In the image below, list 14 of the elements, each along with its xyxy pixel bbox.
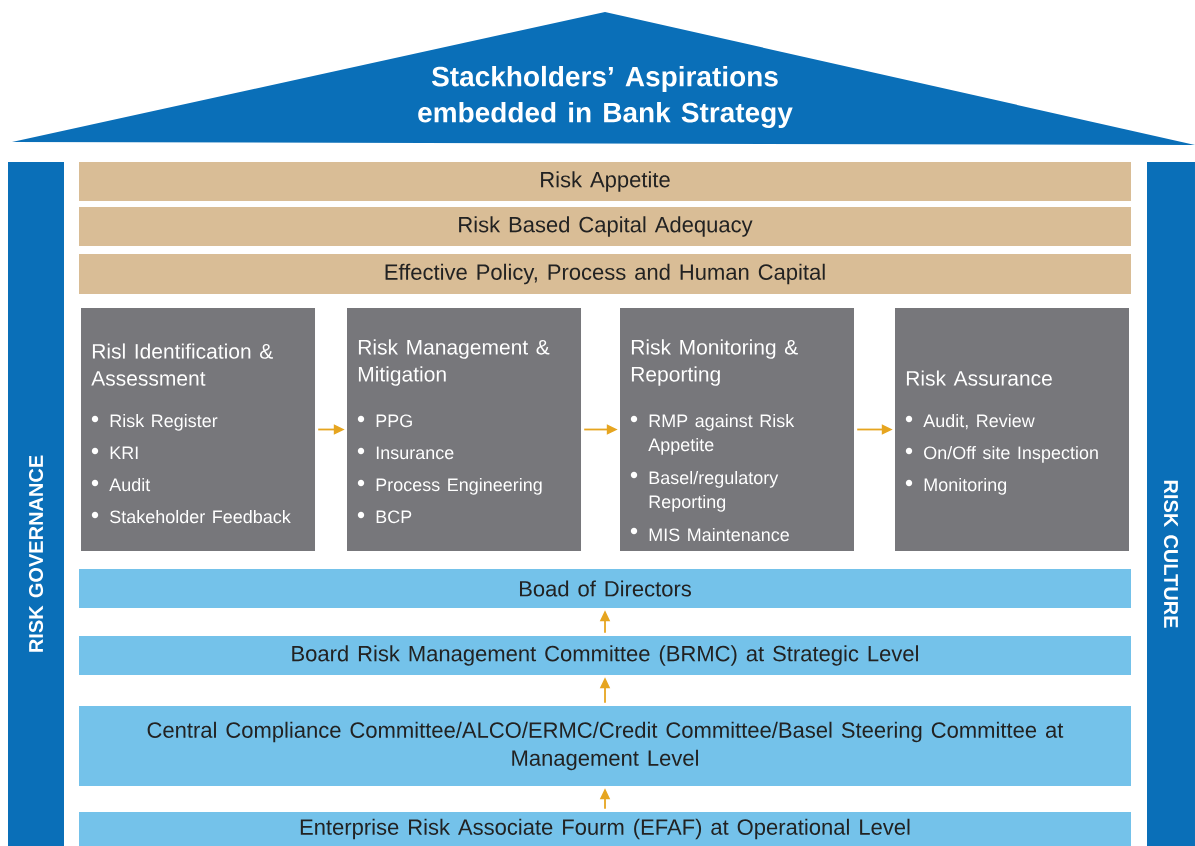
process-box: Risl Identification & Assessment Risk Register KRI Audit Stakeholder Feedback <box>81 308 315 551</box>
band-bar: Effective Policy, Process and Human Capital <box>79 254 1131 294</box>
roof-triangle: Stackholders’ Aspirations embedded in Bank Strategy <box>12 12 1195 145</box>
level-bar: Enterprise Risk Associate Fourm (EFAF) at Operational Level <box>79 812 1131 846</box>
level-bar: Central Compliance Committee/ALCO/ERMC/Credit Committee/Basel Steering Committee at Management Level <box>79 706 1131 786</box>
band-bar: Risk Appetite <box>79 162 1131 201</box>
pillar: RISK CULTURE <box>1147 162 1195 846</box>
band-bar: Risk Based Capital Adequacy <box>79 207 1131 246</box>
process-box: Risk Monitoring & Reporting RMP against Risk Appetite Basel/regulatory Reporting MIS Maintenance <box>620 308 854 551</box>
process-box: Risk Assurance Audit, Review On/Off site Inspection Monitoring <box>895 308 1129 551</box>
level-bar: Board Risk Management Committee (BRMC) at Strategic Level <box>79 636 1131 675</box>
level-bar: Boad of Directors <box>79 569 1131 608</box>
process-box: Risk Management & Mitigation PPG Insurance Process Engineering BCP <box>347 308 581 551</box>
pillar: RISK GOVERNANCE <box>8 162 64 846</box>
